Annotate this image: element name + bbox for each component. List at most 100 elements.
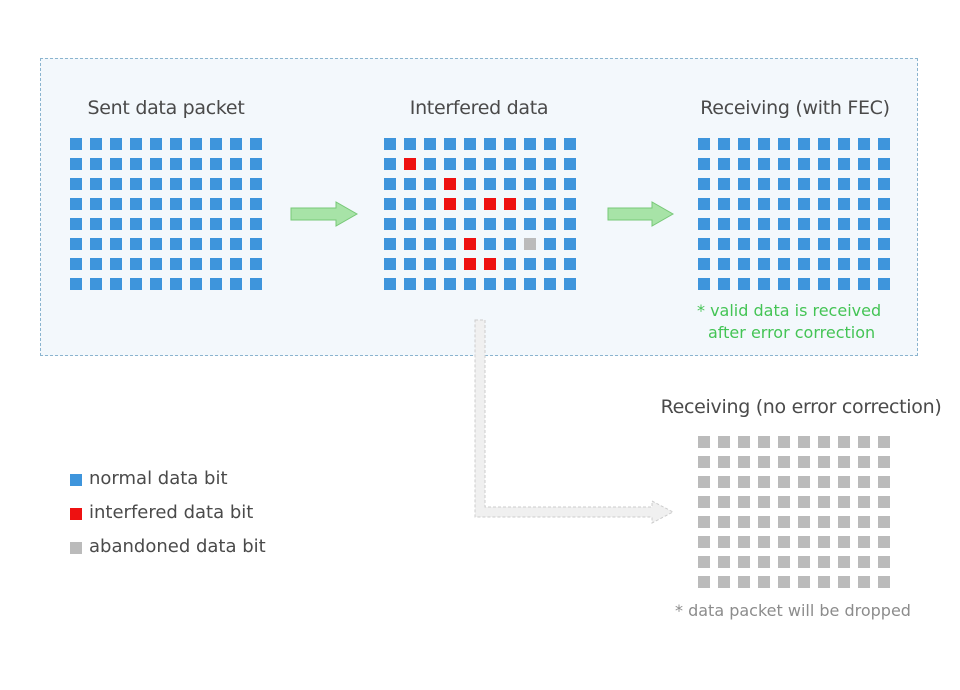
receiving-fec-grid bbox=[698, 138, 890, 290]
normal-data-bit bbox=[150, 158, 162, 170]
normal-data-bit bbox=[110, 178, 122, 190]
normal-data-bit bbox=[170, 218, 182, 230]
interfered-data-grid bbox=[384, 138, 576, 290]
abandoned-data-bit bbox=[838, 556, 850, 568]
normal-data-bit bbox=[384, 258, 396, 270]
normal-data-bit bbox=[70, 258, 82, 270]
normal-data-bit bbox=[738, 198, 750, 210]
normal-data-bit bbox=[818, 198, 830, 210]
abandoned-data-bit bbox=[818, 476, 830, 488]
abandoned-data-bit bbox=[778, 476, 790, 488]
normal-data-bit bbox=[150, 178, 162, 190]
normal-data-bit bbox=[384, 278, 396, 290]
normal-data-bit bbox=[90, 158, 102, 170]
abandoned-data-bit bbox=[878, 536, 890, 548]
abandoned-data-bit bbox=[778, 496, 790, 508]
abandoned-data-bit bbox=[878, 576, 890, 588]
normal-data-bit bbox=[384, 198, 396, 210]
abandoned-data-bit bbox=[718, 496, 730, 508]
abandoned-data-bit bbox=[718, 516, 730, 528]
normal-data-bit bbox=[110, 258, 122, 270]
abandoned-data-bit bbox=[858, 476, 870, 488]
interfered-data-bit bbox=[484, 258, 496, 270]
normal-data-bit bbox=[698, 138, 710, 150]
normal-data-bit bbox=[130, 218, 142, 230]
normal-data-bit bbox=[878, 258, 890, 270]
normal-data-bit bbox=[698, 158, 710, 170]
normal-data-bit bbox=[718, 218, 730, 230]
receiving-no-fec-title: Receiving (no error correction) bbox=[660, 396, 942, 418]
normal-data-bit bbox=[424, 238, 436, 250]
interfered-data-bit bbox=[504, 198, 516, 210]
normal-data-bit bbox=[130, 198, 142, 210]
abandoned-data-bit bbox=[698, 476, 710, 488]
normal-data-bit bbox=[384, 178, 396, 190]
normal-data-bit bbox=[190, 158, 202, 170]
normal-data-bit bbox=[90, 178, 102, 190]
abandoned-data-bit bbox=[858, 456, 870, 468]
normal-data-bit bbox=[858, 158, 870, 170]
abandoned-data-bit bbox=[758, 476, 770, 488]
interfered-data-bit bbox=[444, 178, 456, 190]
normal-data-bit bbox=[170, 158, 182, 170]
normal-data-bit bbox=[818, 158, 830, 170]
abandoned-data-bit bbox=[798, 456, 810, 468]
abandoned-data-bit bbox=[818, 496, 830, 508]
normal-data-bit bbox=[210, 158, 222, 170]
normal-data-bit bbox=[718, 138, 730, 150]
normal-data-bit bbox=[858, 278, 870, 290]
normal-data-bit bbox=[130, 278, 142, 290]
normal-data-bit bbox=[778, 158, 790, 170]
abandoned-data-bit bbox=[838, 436, 850, 448]
normal-data-bit bbox=[424, 278, 436, 290]
abandoned-data-bit bbox=[718, 436, 730, 448]
normal-data-bit bbox=[230, 178, 242, 190]
abandoned-data-bit bbox=[818, 436, 830, 448]
interfered-data-bit bbox=[404, 158, 416, 170]
normal-data-bit bbox=[210, 178, 222, 190]
normal-data-bit bbox=[718, 258, 730, 270]
fec-note-line-1: * valid data is received bbox=[697, 301, 882, 320]
abandoned-data-bit bbox=[838, 476, 850, 488]
normal-data-bit bbox=[798, 258, 810, 270]
abandoned-data-bit bbox=[758, 436, 770, 448]
normal-data-bit bbox=[858, 198, 870, 210]
abandoned-data-bit bbox=[758, 576, 770, 588]
legend-item-interfered: interfered data bit bbox=[70, 502, 266, 536]
normal-data-bit bbox=[384, 158, 396, 170]
normal-data-bit bbox=[170, 238, 182, 250]
normal-data-bit bbox=[758, 138, 770, 150]
abandoned-data-bit bbox=[798, 496, 810, 508]
abandoned-data-bit bbox=[524, 238, 536, 250]
abandoned-data-bit bbox=[878, 516, 890, 528]
elbow-arrow-icon bbox=[474, 319, 675, 524]
abandoned-data-bit bbox=[718, 556, 730, 568]
normal-data-bit bbox=[798, 198, 810, 210]
normal-data-bit bbox=[150, 138, 162, 150]
normal-data-bit bbox=[878, 218, 890, 230]
normal-data-bit bbox=[464, 178, 476, 190]
normal-data-bit bbox=[818, 258, 830, 270]
normal-data-bit bbox=[838, 198, 850, 210]
normal-data-bit bbox=[230, 158, 242, 170]
normal-data-bit bbox=[564, 138, 576, 150]
normal-data-bit bbox=[250, 138, 262, 150]
normal-data-bit bbox=[544, 278, 556, 290]
interfered-data-title: Interfered data bbox=[409, 97, 549, 119]
normal-data-bit bbox=[130, 138, 142, 150]
normal-bit-swatch bbox=[70, 474, 82, 486]
normal-data-bit bbox=[130, 178, 142, 190]
normal-data-bit bbox=[130, 258, 142, 270]
normal-data-bit bbox=[230, 258, 242, 270]
abandoned-data-bit bbox=[798, 556, 810, 568]
normal-data-bit bbox=[170, 178, 182, 190]
normal-data-bit bbox=[818, 278, 830, 290]
normal-data-bit bbox=[424, 178, 436, 190]
normal-data-bit bbox=[524, 178, 536, 190]
normal-data-bit bbox=[250, 178, 262, 190]
normal-data-bit bbox=[524, 278, 536, 290]
abandoned-data-bit bbox=[758, 456, 770, 468]
normal-data-bit bbox=[818, 178, 830, 190]
normal-data-bit bbox=[758, 258, 770, 270]
